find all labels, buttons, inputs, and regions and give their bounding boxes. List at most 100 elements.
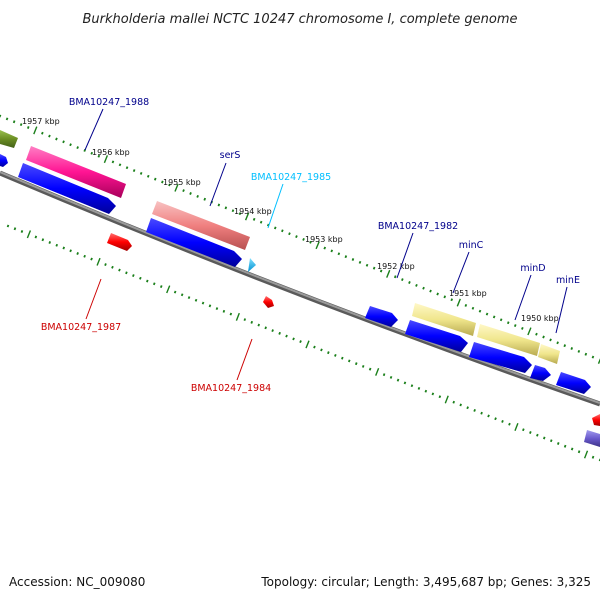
- minor-tick: [591, 355, 595, 359]
- minor-tick: [473, 408, 476, 412]
- minor-tick: [584, 352, 588, 356]
- minor-tick: [480, 411, 483, 415]
- minor-tick: [365, 263, 369, 267]
- minor-tick: [403, 381, 407, 385]
- minor-tick: [69, 249, 72, 253]
- minor-tick: [563, 344, 567, 348]
- minor-tick: [76, 146, 79, 150]
- kbp-label: 1955 kbp: [163, 178, 201, 187]
- gene-label-bma10247-1987: BMA10247_1987: [41, 322, 121, 333]
- minor-tick: [485, 312, 489, 316]
- minor-tick: [536, 433, 539, 437]
- major-tick: [597, 358, 600, 364]
- backbone: [0, 170, 600, 407]
- minor-tick: [222, 309, 226, 313]
- minor-tick: [168, 183, 171, 187]
- minor-tick: [494, 417, 497, 421]
- minor-tick: [422, 286, 425, 290]
- minor-tick: [90, 151, 94, 155]
- kbp-labels: 1957 kbp 1956 kbp 1955 kbp 1954 kbp 1953…: [22, 117, 559, 323]
- minor-tick: [187, 296, 191, 300]
- minor-tick: [41, 238, 45, 242]
- minor-tick: [125, 271, 128, 275]
- minor-tick: [278, 331, 281, 335]
- cds-feature-3: [365, 306, 398, 327]
- major-tick: [166, 285, 171, 294]
- major-tick: [174, 183, 179, 192]
- minor-tick: [48, 241, 52, 244]
- minor-tick: [389, 375, 393, 379]
- minor-tick: [410, 384, 414, 388]
- gene-label-bma10247-1985: BMA10247_1985: [251, 172, 331, 183]
- kbp-label: 1957 kbp: [22, 117, 60, 126]
- minor-tick: [182, 189, 185, 193]
- major-tick: [456, 298, 461, 307]
- minor-tick: [556, 442, 560, 445]
- major-tick: [315, 241, 320, 250]
- minor-tick: [549, 439, 553, 443]
- minor-tick: [542, 335, 545, 339]
- minor-tick: [513, 324, 517, 328]
- gene-label-bma10247-1982: BMA10247_1982: [378, 221, 458, 232]
- minor-tick: [0, 114, 2, 118]
- major-tick: [244, 212, 250, 221]
- minor-tick: [139, 276, 142, 280]
- minor-tick: [508, 422, 511, 426]
- minor-tick: [450, 298, 454, 302]
- minor-tick: [492, 315, 496, 319]
- minor-tick: [330, 249, 334, 253]
- minor-tick: [334, 353, 337, 357]
- minor-tick: [459, 403, 462, 407]
- minor-tick: [368, 367, 372, 371]
- map-title: Burkholderia mallei NCTC 10247 chromosom…: [82, 12, 517, 27]
- minor-tick: [229, 312, 233, 316]
- minor-tick: [146, 174, 150, 178]
- minor-tick: [26, 126, 30, 129]
- genome-summary-text: Topology: circular; Length: 3,495,687 bp…: [260, 575, 591, 589]
- forward-features-outer[interactable]: [0, 130, 560, 364]
- minor-tick: [466, 406, 469, 410]
- minor-tick: [443, 295, 447, 299]
- minor-tick: [215, 307, 219, 311]
- gene-label-bma10247-1988: BMA10247_1988: [69, 97, 149, 108]
- minor-tick: [431, 392, 435, 396]
- minor-tick: [577, 349, 581, 353]
- minor-tick: [288, 232, 291, 236]
- olive-gene-feature: [0, 130, 18, 148]
- minor-tick: [506, 321, 510, 325]
- minor-tick: [48, 134, 51, 138]
- major-tick: [444, 395, 449, 404]
- minor-tick: [591, 455, 595, 459]
- minor-tick: [231, 209, 235, 213]
- khaki-gene-feature-1: [412, 303, 476, 336]
- minor-tick: [499, 318, 503, 322]
- minor-tick: [302, 237, 305, 241]
- minor-tick: [401, 278, 404, 282]
- reverse-gene-feature-edge: [592, 414, 600, 426]
- minor-tick: [563, 444, 567, 448]
- cds-feature-4: [405, 320, 468, 352]
- minor-tick: [379, 269, 383, 273]
- major-tick: [375, 367, 380, 376]
- minor-tick: [62, 246, 66, 250]
- khaki-gene-feature-2: [477, 324, 540, 356]
- minor-tick: [273, 226, 277, 230]
- major-tick: [583, 450, 589, 459]
- minor-tick: [55, 243, 59, 247]
- minor-tick: [382, 373, 386, 377]
- minor-tick: [196, 194, 199, 198]
- forward-features-cds[interactable]: [0, 154, 591, 394]
- khaki-gene-feature-3: [538, 344, 560, 364]
- minor-tick: [19, 123, 23, 127]
- minor-tick: [159, 285, 163, 289]
- rna-feature: [248, 258, 256, 272]
- minor-tick: [201, 301, 205, 305]
- minor-tick: [6, 224, 10, 228]
- minor-tick: [327, 351, 330, 355]
- minor-tick: [259, 220, 263, 224]
- minor-tick: [522, 428, 525, 432]
- reverse-features[interactable]: [107, 233, 600, 447]
- major-tick: [514, 422, 519, 431]
- minor-tick: [243, 318, 247, 322]
- minor-tick: [132, 274, 135, 278]
